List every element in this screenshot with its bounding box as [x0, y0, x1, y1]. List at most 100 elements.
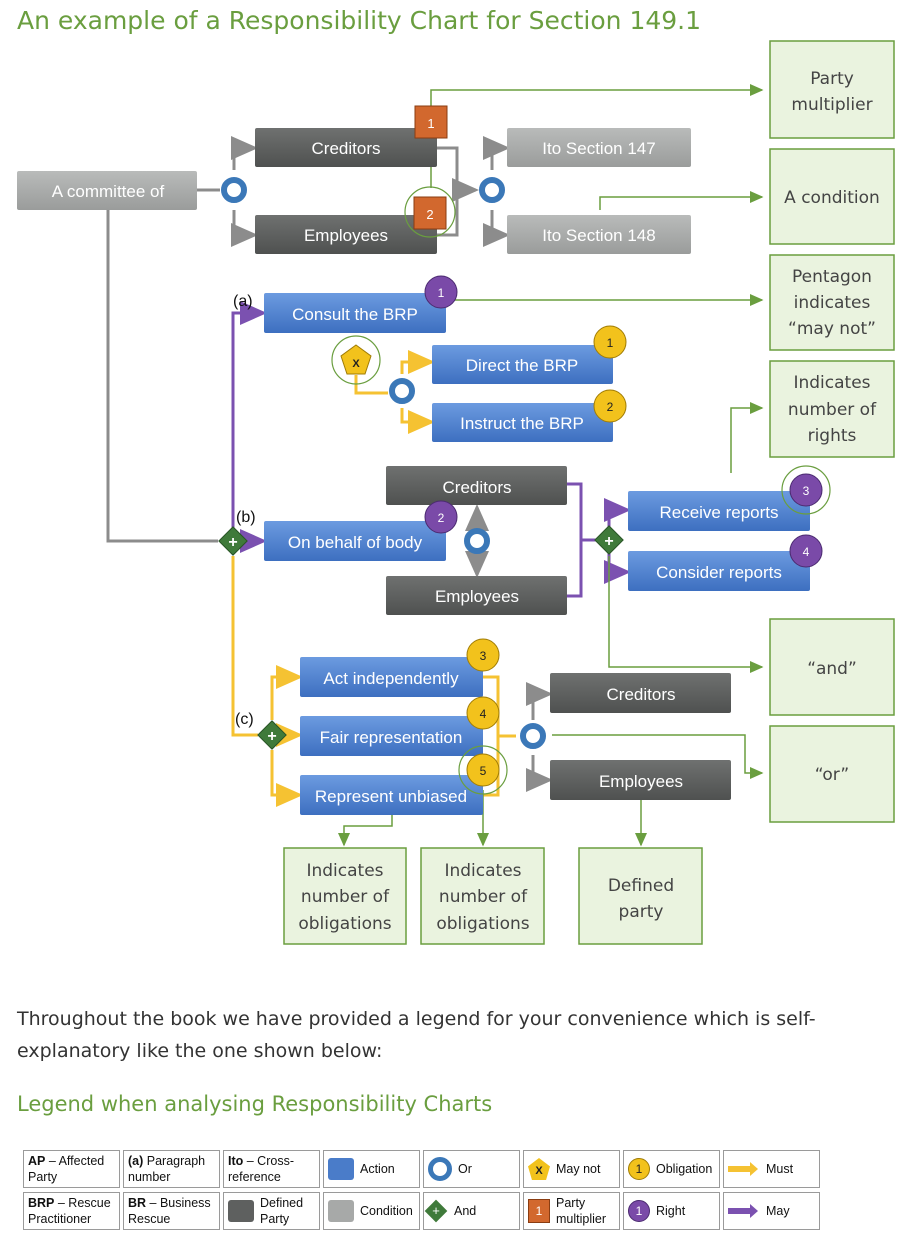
legend-cell-defined-party: Defined Party	[223, 1192, 320, 1230]
legend-text: May not	[556, 1162, 601, 1176]
note-text: “or”	[815, 765, 849, 785]
note-text: rights	[808, 426, 857, 446]
or-icon	[221, 177, 247, 203]
page-title: An example of a Responsibility Chart for…	[17, 6, 702, 35]
legend-text: – Rescue Practitioner	[28, 1196, 111, 1226]
note-text: Indicates	[793, 373, 870, 393]
creditors-mid-label: Creditors	[443, 478, 512, 497]
committee-condition-box	[17, 171, 197, 210]
note-defined-party	[578, 847, 703, 945]
creditors-top-box	[255, 128, 437, 167]
and-icon	[257, 720, 287, 750]
may-arrow-icon	[728, 1204, 758, 1218]
right-2-label: 2	[438, 511, 445, 525]
legend-cell-ito: Ito – Cross-reference	[223, 1150, 320, 1188]
legend-abbr: Ito	[228, 1154, 244, 1168]
instruct-label: Instruct the BRP	[460, 414, 584, 433]
creditors-top-label: Creditors	[312, 139, 381, 158]
right-4-label: 4	[803, 545, 810, 559]
creditors-bot-box	[550, 673, 731, 713]
employees-top-label: Employees	[304, 226, 388, 245]
party-multiplier-icon	[414, 105, 448, 139]
legend-text: And	[454, 1204, 477, 1218]
note-text: Party	[810, 69, 854, 89]
note-a-condition	[769, 148, 895, 245]
obligation-icon: 1	[628, 1158, 650, 1180]
legend-cell-obligation: 1 Obligation	[623, 1150, 720, 1188]
legend-cell-must: Must	[723, 1150, 820, 1188]
note-and	[769, 618, 895, 716]
legend-table: AP – Affected Party (a) Paragraph number…	[20, 1146, 823, 1234]
note-obligations-2	[420, 847, 545, 945]
and-icon	[594, 525, 624, 555]
ito147-label: Ito Section 147	[542, 139, 655, 158]
legend-cell-action: Action	[323, 1150, 420, 1188]
may-not-symbol: X	[352, 358, 360, 370]
ito147-condition-box	[507, 128, 691, 167]
legend-cell-brp: BRP – Rescue Practitioner	[23, 1192, 120, 1230]
note-pentagon	[769, 254, 895, 351]
right-1-label: 1	[438, 286, 445, 300]
legend-text: Paragraph number	[128, 1154, 206, 1184]
or-icon	[389, 378, 415, 404]
highlight-ring	[781, 465, 831, 515]
note-party-multiplier	[769, 40, 895, 139]
consult-action-box	[264, 293, 446, 333]
note-text: Pentagon	[792, 267, 872, 287]
receive-label: Receive reports	[659, 503, 778, 522]
or-icon	[520, 723, 546, 749]
para-label-b: (b)	[236, 509, 256, 526]
fair-label: Fair representation	[320, 728, 463, 747]
legend-text: Obligation	[656, 1162, 713, 1176]
and-symbol: +	[432, 1203, 440, 1218]
direct-label: Direct the BRP	[466, 356, 578, 375]
or-icon	[464, 528, 490, 554]
legend-text: Action	[360, 1162, 395, 1176]
behalf-label: On behalf of body	[288, 533, 423, 552]
highlight-ring	[331, 335, 381, 385]
note-text: number of	[788, 400, 877, 420]
obligation-icon	[466, 753, 500, 787]
act-label: Act independently	[323, 669, 459, 688]
fair-action-box	[300, 716, 483, 756]
employees-bot-box	[550, 760, 731, 800]
behalf-action-box	[264, 521, 446, 561]
legend-abbr: AP	[28, 1154, 46, 1168]
legend-text: Party multiplier	[556, 1196, 607, 1226]
highlight-ring	[458, 745, 508, 795]
note-text: multiplier	[791, 95, 872, 115]
obligation-icon	[593, 389, 627, 423]
or-icon	[479, 177, 505, 203]
right-icon	[424, 275, 458, 309]
consider-label: Consider reports	[656, 563, 782, 582]
obligation-2-label: 2	[607, 400, 614, 414]
may-not-pentagon-icon: X	[528, 1158, 550, 1180]
obligation-5-label: 5	[480, 764, 487, 778]
legend-title: Legend when analysing Responsibility Cha…	[17, 1092, 493, 1116]
para-label-a: (a)	[233, 293, 253, 310]
must-arrow-icon	[728, 1162, 758, 1176]
obligation-3-label: 3	[480, 649, 487, 663]
note-text: A condition	[784, 188, 880, 208]
highlight-ring	[404, 186, 456, 238]
intro-paragraph: Throughout the book we have provided a l…	[17, 1008, 816, 1062]
employees-top-box	[255, 215, 437, 254]
right-3-label: 3	[803, 484, 810, 498]
note-rights	[769, 360, 895, 458]
party-multiplier-icon	[413, 196, 447, 230]
unbiased-label: Represent unbiased	[315, 787, 467, 806]
ito148-label: Ito Section 148	[542, 226, 655, 245]
note-text: obligations	[298, 914, 391, 934]
legend-abbr: BR	[128, 1196, 147, 1210]
obligation-icon	[593, 325, 627, 359]
ito148-condition-box	[507, 215, 691, 254]
note-text: Defined	[608, 876, 674, 896]
consult-label: Consult the BRP	[292, 305, 418, 324]
receive-action-box	[628, 491, 810, 531]
right-icon	[789, 534, 823, 568]
multiplier-2-label: 2	[426, 207, 433, 222]
obligation-1-label: 1	[607, 336, 614, 350]
legend-cell-br: BR – Business Rescue	[123, 1192, 220, 1230]
obligation-4-label: 4	[480, 707, 487, 721]
